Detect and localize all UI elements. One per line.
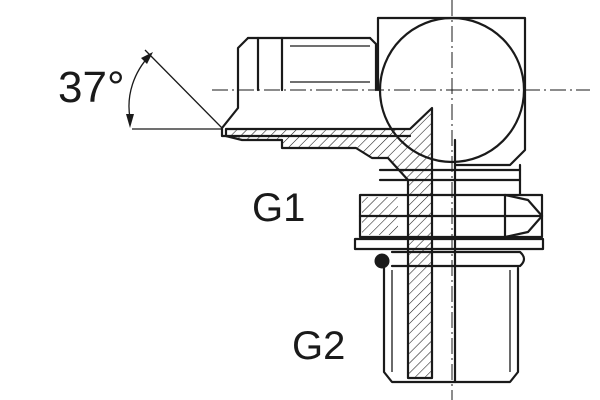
port2-label: G2 <box>292 324 346 368</box>
washer-o-ring <box>353 237 545 269</box>
angle-label: 37° <box>58 63 125 112</box>
angle-dimension <box>126 49 223 130</box>
section-hatching <box>224 106 434 380</box>
port1-label: G1 <box>252 186 306 230</box>
threaded-stud <box>382 138 520 384</box>
elbow-body <box>376 16 527 167</box>
center-lines <box>212 0 590 400</box>
lock-nut <box>358 163 544 239</box>
o-ring-icon <box>374 253 390 269</box>
flare-port <box>220 36 412 138</box>
